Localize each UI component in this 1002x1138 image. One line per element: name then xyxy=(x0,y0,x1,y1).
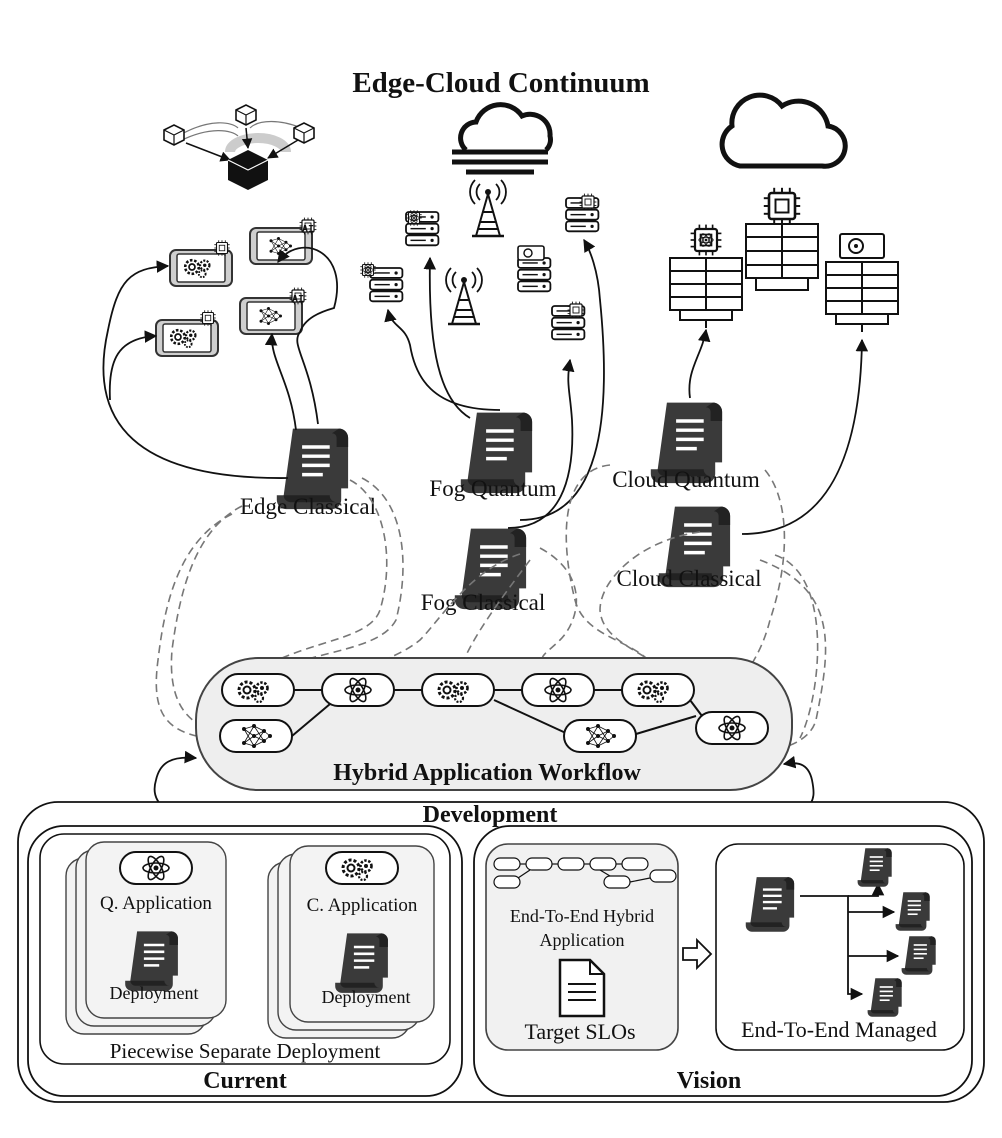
gpu-server-icon xyxy=(517,245,552,293)
device-gears-icon xyxy=(155,309,219,357)
piecewise-label: Piecewise Separate Deployment xyxy=(110,1039,381,1063)
quantum-app-label: Q. Application xyxy=(100,893,212,914)
cube-network-icon xyxy=(163,104,315,190)
device-ai-icon: AI xyxy=(249,217,317,265)
svg-text:AI: AI xyxy=(302,224,314,235)
managed-arrows xyxy=(800,882,900,1001)
device-gears-icon xyxy=(169,239,233,287)
svg-text:AI: AI xyxy=(292,294,304,305)
document-icon xyxy=(558,958,606,1018)
cpu-server-icon xyxy=(551,301,586,341)
deployment-label-2: Deployment xyxy=(322,987,411,1007)
current-label: Current xyxy=(203,1068,287,1094)
quantum-app-card xyxy=(85,841,227,1019)
hybrid-app-line2: Application xyxy=(540,930,625,950)
cloud-icon xyxy=(719,92,848,169)
label-fog-quantum: Fog Quantum xyxy=(429,476,556,501)
device-ai-icon: AI xyxy=(239,287,307,335)
cloud-fog-icon xyxy=(452,102,553,175)
deployment-label-1: Deployment xyxy=(110,983,199,1003)
antenna-tower-icon xyxy=(444,266,484,326)
label-fog-classical: Fog Classical xyxy=(421,590,546,615)
hybrid-workflow: Hybrid Application Workflow xyxy=(195,657,793,791)
cpu-server-icon xyxy=(565,193,600,233)
hollow-arrow-icon xyxy=(682,937,713,971)
workflow-label: Hybrid Application Workflow xyxy=(333,760,641,786)
cpu-server-icon xyxy=(745,186,819,291)
hybrid-app-line1: End-To-End Hybrid xyxy=(510,906,654,926)
diagram-title: Edge-Cloud Continuum xyxy=(352,67,649,99)
server-rack-icon xyxy=(405,209,440,247)
antenna-tower-icon xyxy=(468,178,508,238)
deployment-arrows xyxy=(102,238,869,535)
development-label: Development xyxy=(423,802,558,828)
label-cloud-quantum: Cloud Quantum xyxy=(612,467,760,492)
development-panel: Development Current Piecewise Separate D… xyxy=(17,801,985,1103)
gpu-server-icon xyxy=(825,233,899,332)
mini-workflow xyxy=(493,857,677,889)
quantum-server-icon xyxy=(669,223,743,328)
managed-label: End-To-End Managed xyxy=(741,1017,937,1042)
server-rack-icon xyxy=(359,261,404,303)
vision-label: Vision xyxy=(677,1068,741,1094)
target-slos-label: Target SLOs xyxy=(524,1019,635,1044)
hybrid-app-card xyxy=(485,843,679,1051)
label-cloud-classical: Cloud Classical xyxy=(616,566,761,591)
classical-app-label: C. Application xyxy=(307,895,418,916)
label-edge-classical: Edge Classical xyxy=(240,494,376,519)
